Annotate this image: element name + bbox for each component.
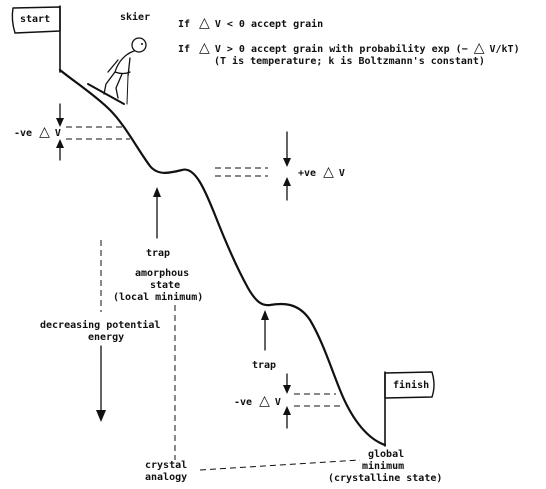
skier-leg-right bbox=[115, 73, 123, 99]
start-flag-label: start bbox=[20, 14, 50, 25]
amorphous-line-3: (local minimum) bbox=[113, 291, 203, 303]
finish-flag-cloth bbox=[384, 371, 435, 399]
crystal-line-1: crystal bbox=[145, 460, 187, 471]
amorphous-line-1: amorphous bbox=[135, 268, 189, 279]
skier-pole bbox=[126, 75, 129, 105]
neg-delta-v-top-prefix: -ve bbox=[14, 128, 32, 139]
neg-delta-v-bottom-label: -ve △ V bbox=[234, 392, 281, 409]
neg-delta-v-top-label: -ve △ V bbox=[14, 123, 61, 140]
amorphous-line-2: state bbox=[150, 280, 180, 291]
neg-delta-v-bottom: -ve △ V bbox=[234, 373, 344, 429]
pos-delta-v-label: +ve △ V bbox=[298, 163, 345, 180]
skier-figure: skier bbox=[87, 11, 150, 105]
start-flag-cloth bbox=[11, 6, 61, 34]
neg-delta-v-bottom-prefix: -ve bbox=[234, 397, 252, 408]
energy-arrow-head bbox=[96, 410, 106, 422]
rule-1-delta: △ bbox=[199, 15, 210, 31]
pos-up-arrow-head bbox=[283, 177, 291, 186]
rule-1-prefix: If bbox=[178, 19, 190, 30]
neg-delta-v-top-symbol: △ bbox=[39, 124, 50, 140]
pos-delta-v-suffix: V bbox=[339, 168, 345, 179]
trap-2-arrow-head bbox=[261, 310, 269, 320]
bottom-up-arrow-head bbox=[283, 406, 291, 415]
rule-2-delta-2: △ bbox=[474, 40, 485, 56]
crystal-dashed-link bbox=[199, 459, 361, 471]
rule-1-text: V < 0 accept grain bbox=[215, 18, 323, 30]
pos-delta-v: +ve △ V bbox=[215, 131, 345, 201]
trap-2-label: trap bbox=[252, 360, 276, 371]
crystal-analogy: crystal analogy bbox=[145, 460, 187, 483]
energy-line-2: energy bbox=[88, 332, 124, 343]
rule-2-prefix: If bbox=[178, 44, 190, 55]
rule-2: If △ V > 0 accept grain with probability… bbox=[178, 39, 520, 56]
skier-head bbox=[131, 37, 147, 53]
global-min-line-2: minimum bbox=[362, 460, 404, 472]
trap-1: trap bbox=[146, 187, 170, 259]
neg-delta-v-top-suffix: V bbox=[55, 128, 61, 139]
rule-1: If △ V < 0 accept grain bbox=[178, 14, 323, 31]
rule-2-note: (T is temperature; k is Boltzmann's cons… bbox=[214, 55, 485, 67]
trap-2: trap bbox=[252, 310, 276, 371]
neg-delta-v-bottom-symbol: △ bbox=[259, 393, 270, 409]
finish-flag: finish bbox=[384, 371, 435, 447]
acceptance-rules: If △ V < 0 accept grain If △ V > 0 accep… bbox=[178, 14, 520, 67]
global-minimum: global minimum (crystalline state) bbox=[328, 449, 442, 484]
up-arrow-head bbox=[56, 139, 64, 148]
rule-2-text: V > 0 accept grain with probability exp … bbox=[215, 43, 468, 55]
energy-line-1: decreasing potential bbox=[40, 319, 160, 331]
skier-arm-left bbox=[107, 59, 119, 73]
finish-flag-label: finish bbox=[393, 379, 429, 391]
skier-label: skier bbox=[120, 11, 150, 23]
rule-2-delta: △ bbox=[199, 40, 210, 56]
pos-delta-v-prefix: +ve bbox=[298, 168, 316, 179]
skier-leg-left bbox=[103, 71, 116, 95]
energy-axis: decreasing potential energy bbox=[40, 240, 160, 422]
global-min-line-1: global bbox=[368, 449, 404, 460]
down-arrow-head bbox=[56, 118, 64, 127]
trap-1-arrow-head bbox=[153, 187, 161, 197]
skier-body bbox=[114, 50, 135, 75]
neg-delta-v-top: -ve △ V bbox=[14, 103, 130, 161]
neg-delta-v-bottom-suffix: V bbox=[275, 397, 281, 408]
skier-eye bbox=[141, 43, 143, 45]
skier-arm-right bbox=[127, 57, 131, 77]
crystal-line-2: analogy bbox=[145, 472, 187, 483]
start-flag: start bbox=[11, 5, 61, 73]
pos-delta-v-symbol: △ bbox=[323, 164, 334, 180]
skier-skis bbox=[87, 83, 125, 105]
amorphous-state: amorphous state (local minimum) bbox=[113, 268, 203, 460]
rule-2-end: V/kT) bbox=[489, 44, 519, 55]
bottom-down-arrow-head bbox=[283, 385, 291, 394]
pos-down-arrow-head bbox=[283, 158, 291, 167]
global-min-line-3: (crystalline state) bbox=[328, 472, 442, 484]
trap-1-label: trap bbox=[146, 248, 170, 259]
crystal-analogy-links bbox=[199, 459, 361, 471]
energy-landscape-curve bbox=[58, 68, 387, 447]
